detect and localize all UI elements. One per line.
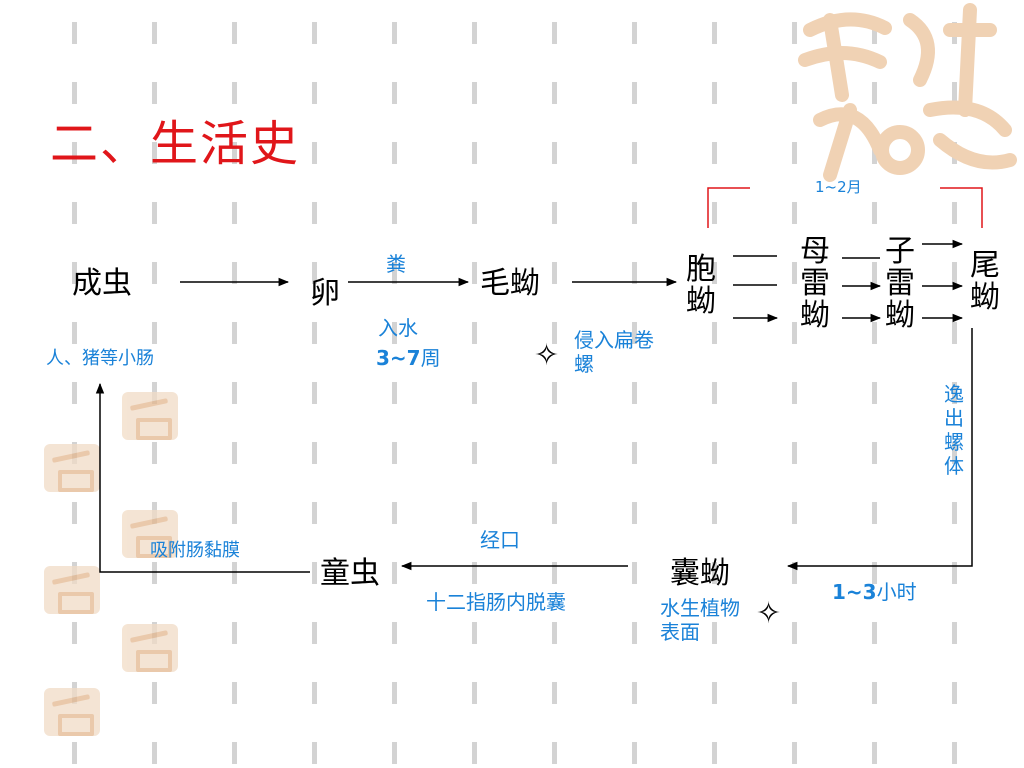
label-plant-surface: 水生植物表面 — [660, 596, 740, 644]
bracket-right-red — [940, 187, 983, 228]
label-hours-number: 1~3 — [832, 580, 877, 604]
node-miracidium: 毛蚴 — [480, 266, 540, 301]
seal-decoration — [44, 444, 100, 492]
seal-decoration — [44, 688, 100, 736]
node-mother-redia: 母雷蚴 — [800, 234, 830, 333]
label-oral: 经口 — [480, 528, 520, 552]
page-title: 二、生活史 — [50, 116, 301, 172]
label-escape-snail: 逸出螺体 — [944, 382, 964, 478]
seal-decoration — [122, 510, 178, 558]
arrow-cercaria-to-metacercaria — [786, 328, 973, 571]
label-weeks: 3~7周 — [376, 342, 441, 371]
label-into-water: 入水 — [378, 316, 418, 340]
node-adult: 成虫 — [72, 266, 132, 301]
sparkle-star-icon: ✧ — [756, 596, 782, 631]
label-hours: 1~3小时 — [832, 576, 917, 605]
sparkle-star-icon: ✧ — [534, 338, 560, 373]
label-months: 1~2月 — [815, 178, 862, 196]
node-egg: 卵 — [310, 276, 340, 311]
label-attach: 吸附肠黏膜 — [150, 540, 240, 561]
seal-decoration — [122, 392, 178, 440]
bracket-left-red — [707, 187, 750, 228]
label-hours-unit: 小时 — [876, 580, 917, 604]
label-weeks-number: 3~7 — [376, 346, 421, 370]
label-invade-snail: 侵入扁卷螺 — [574, 328, 654, 376]
label-feces: 粪 — [386, 252, 406, 276]
node-metacercaria: 囊蚴 — [670, 556, 730, 591]
node-sporocyst: 胞蚴 — [686, 252, 716, 319]
node-juvenile: 童虫 — [320, 556, 380, 591]
seal-decoration — [122, 624, 178, 672]
node-daughter-redia: 子雷蚴 — [885, 234, 915, 333]
label-host: 人、猪等小肠 — [46, 348, 154, 369]
node-cercaria: 尾蚴 — [970, 248, 1000, 315]
seal-decoration — [44, 566, 100, 614]
arrow-juvenile-to-adult — [95, 382, 310, 573]
label-excyst: 十二指肠内脱囊 — [426, 590, 566, 614]
calligraphy-seal-decoration — [798, 3, 1017, 182]
label-weeks-unit: 周 — [420, 346, 441, 370]
